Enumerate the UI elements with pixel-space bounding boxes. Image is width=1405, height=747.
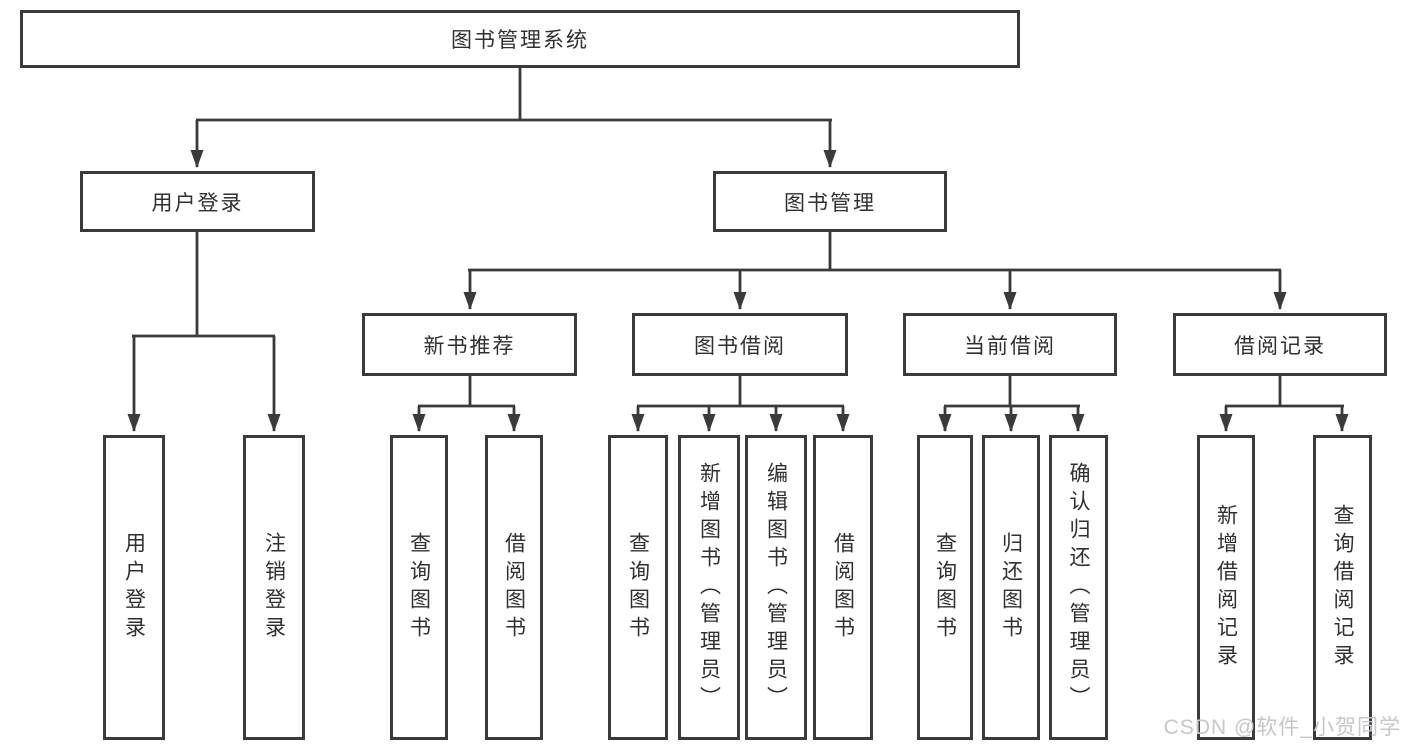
leaf-records-add-record-label: 新增借阅记录 — [1214, 503, 1238, 672]
leaf-current-return-books-label: 归还图书 — [999, 531, 1023, 644]
leaf-user-login-label: 用户登录 — [122, 531, 146, 644]
leaf-records-add-record: 新增借阅记录 — [1197, 435, 1255, 740]
node-root-system: 图书管理系统 — [20, 10, 1020, 68]
node-book-borrowing: 图书借阅 — [632, 313, 848, 376]
node-current-borrowing-label: 当前借阅 — [964, 334, 1056, 358]
node-borrowing-records: 借阅记录 — [1173, 313, 1387, 376]
node-book-management: 图书管理 — [713, 171, 947, 232]
leaf-current-confirm-return-admin: 确认归还（管理员） — [1049, 435, 1108, 740]
leaf-newbook-borrow-books: 借阅图书 — [485, 435, 543, 740]
leaf-borrow-add-books-admin: 新增图书（管理员） — [678, 435, 740, 740]
leaf-records-query-record-label: 查询借阅记录 — [1331, 503, 1354, 672]
leaf-borrow-query-books-label: 查询图书 — [626, 531, 650, 644]
node-current-borrowing: 当前借阅 — [903, 313, 1117, 376]
leaf-borrow-edit-books-admin-label: 编辑图书（管理员） — [764, 461, 788, 714]
leaf-user-login: 用户登录 — [103, 435, 165, 740]
leaf-newbook-query-books: 查询图书 — [390, 435, 448, 740]
leaf-newbook-query-books-label: 查询图书 — [407, 531, 431, 644]
node-root-label: 图书管理系统 — [451, 29, 589, 52]
csdn-watermark: CSDN @软件_小贺同学 — [1163, 716, 1401, 739]
leaf-current-query-books-label: 查询图书 — [933, 531, 957, 644]
node-user-login: 用户登录 — [80, 171, 315, 232]
node-user-login-label: 用户登录 — [151, 191, 244, 215]
leaf-newbook-borrow-books-label: 借阅图书 — [502, 531, 526, 644]
leaf-logout-label: 注销登录 — [262, 531, 286, 644]
leaf-logout: 注销登录 — [243, 435, 305, 740]
leaf-borrow-borrow-books: 借阅图书 — [813, 435, 873, 740]
leaf-current-confirm-return-admin-label: 确认归还（管理员） — [1067, 461, 1090, 714]
node-book-management-label: 图书管理 — [784, 191, 876, 215]
leaf-borrow-edit-books-admin: 编辑图书（管理员） — [745, 435, 807, 740]
node-book-borrowing-label: 图书借阅 — [694, 334, 786, 358]
leaf-current-query-books: 查询图书 — [917, 435, 973, 740]
leaf-borrow-borrow-books-label: 借阅图书 — [831, 531, 855, 644]
node-new-book-recommend-label: 新书推荐 — [423, 334, 516, 358]
leaf-borrow-query-books: 查询图书 — [608, 435, 668, 740]
node-new-book-recommend: 新书推荐 — [362, 313, 577, 376]
node-borrowing-records-label: 借阅记录 — [1234, 334, 1326, 358]
leaf-borrow-add-books-admin-label: 新增图书（管理员） — [697, 461, 721, 714]
leaf-records-query-record: 查询借阅记录 — [1313, 435, 1372, 740]
leaf-current-return-books: 归还图书 — [982, 435, 1040, 740]
